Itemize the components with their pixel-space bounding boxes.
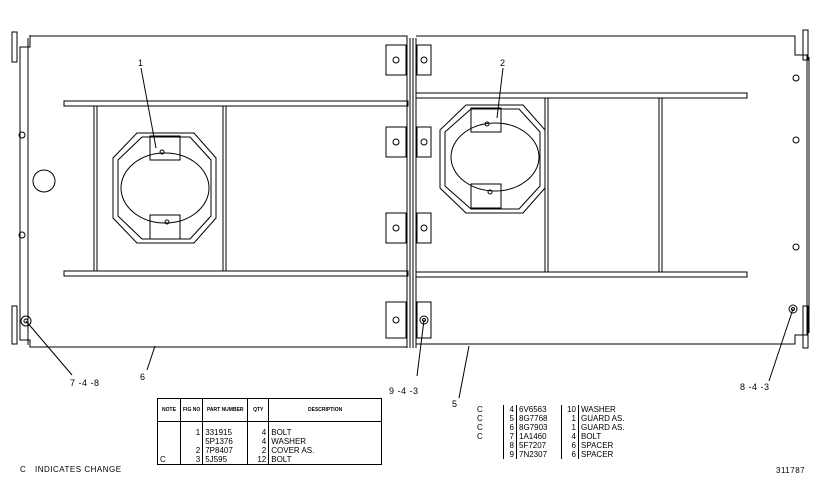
table-cell: 2 [180, 446, 204, 455]
table-cell: 12 [247, 455, 270, 465]
table-cell: 4 [503, 405, 517, 414]
table-cell: 4 [247, 428, 270, 437]
table-cell: C [475, 405, 504, 414]
change-symbol: C [20, 465, 27, 474]
change-legend-text: INDICATES CHANGE [35, 465, 122, 474]
left-guard-panel [11, 31, 409, 348]
table-cell: 1 [561, 423, 579, 432]
table-cell [247, 421, 270, 428]
table-cell: 5P1376 [202, 437, 249, 446]
table-cell: SPACER [581, 441, 614, 450]
table-cell: 4 [247, 437, 270, 446]
column-header: FIG NO [180, 398, 204, 422]
callout-5: 5 [452, 399, 458, 409]
ref-right: 8 -4 -3 [740, 382, 770, 392]
column-header: PART NUMBER [202, 398, 249, 422]
callout-1: 1 [138, 58, 144, 68]
column-header: DESCRIPTION [268, 398, 382, 422]
table-cell [157, 428, 181, 437]
spacer-lower-mid [385, 212, 432, 244]
table-cell: 4 [561, 432, 579, 441]
leader-lines [25, 67, 794, 399]
table-row [157, 421, 382, 428]
table-header-row: NOTE FIG NO PART NUMBER QTY DESCRIPTION [157, 398, 382, 422]
callout-6: 6 [140, 372, 146, 382]
table-cell: WASHER [581, 405, 616, 414]
ref-left: 7 -4 -8 [70, 378, 100, 388]
table-cell: 10 [561, 405, 579, 414]
table-cell: 6 [561, 450, 579, 459]
table-cell: 8G7903 [516, 423, 562, 432]
table-cell: 8G7768 [516, 414, 562, 423]
table-cell: 7 [503, 432, 517, 441]
center-seam [385, 38, 432, 348]
spacer-top [385, 44, 432, 76]
table-cell: 7N2307 [516, 450, 562, 459]
table-cell: 331915 [202, 428, 249, 437]
table-cell: 5 [503, 414, 517, 423]
table-cell: C [475, 423, 504, 432]
table-cell: BOLT [271, 428, 292, 437]
table-cell: C [475, 432, 504, 441]
parts-table-left: NOTE FIG NO PART NUMBER QTY DESCRIPTION … [157, 398, 382, 465]
table-cell: 6V6563 [516, 405, 562, 414]
right-guard-panel [415, 29, 810, 349]
table-cell [475, 441, 504, 450]
table-cell: SPACER [581, 450, 614, 459]
table-cell: 5F7207 [516, 441, 562, 450]
column-header: NOTE [157, 398, 181, 422]
ref-mid: 9 -4 -3 [389, 386, 419, 396]
table-cell: WASHER [271, 437, 307, 446]
table-cell: 7P8407 [202, 446, 249, 455]
table-cell: 6 [503, 423, 517, 432]
table-cell: BOLT [271, 455, 292, 464]
table-cell: C [475, 414, 504, 423]
table-cell: 8 [503, 441, 517, 450]
table-cell [157, 421, 181, 428]
table-cell [475, 450, 504, 459]
table-cell: 1 [561, 414, 579, 423]
table-cell [180, 421, 204, 428]
table-cell: COVER AS. [271, 446, 315, 455]
spacer-bottom [385, 301, 432, 339]
table-cell: 5J595 [202, 455, 249, 465]
callout-2: 2 [500, 58, 506, 68]
table-cell: C [157, 455, 181, 465]
table-cell [180, 437, 204, 446]
change-legend: C INDICATES CHANGE [20, 465, 122, 474]
column-header: QTY [247, 398, 270, 422]
table-cell: 2 [247, 446, 270, 455]
table-cell [202, 421, 249, 428]
table-cell: GUARD AS. [581, 414, 625, 423]
drawing-number: 311787 [776, 466, 806, 475]
table-cell: 3 [180, 455, 204, 465]
table-cell: BOLT [581, 432, 602, 441]
table-cell [157, 446, 181, 455]
table-cell: 9 [503, 450, 517, 459]
spacer-upper-mid [385, 126, 432, 158]
table-cell [157, 437, 181, 446]
table-cell: 1A1460 [516, 432, 562, 441]
table-cell: 1 [180, 428, 204, 437]
table-cell: 6 [561, 441, 579, 450]
table-cell: GUARD AS. [581, 423, 625, 432]
